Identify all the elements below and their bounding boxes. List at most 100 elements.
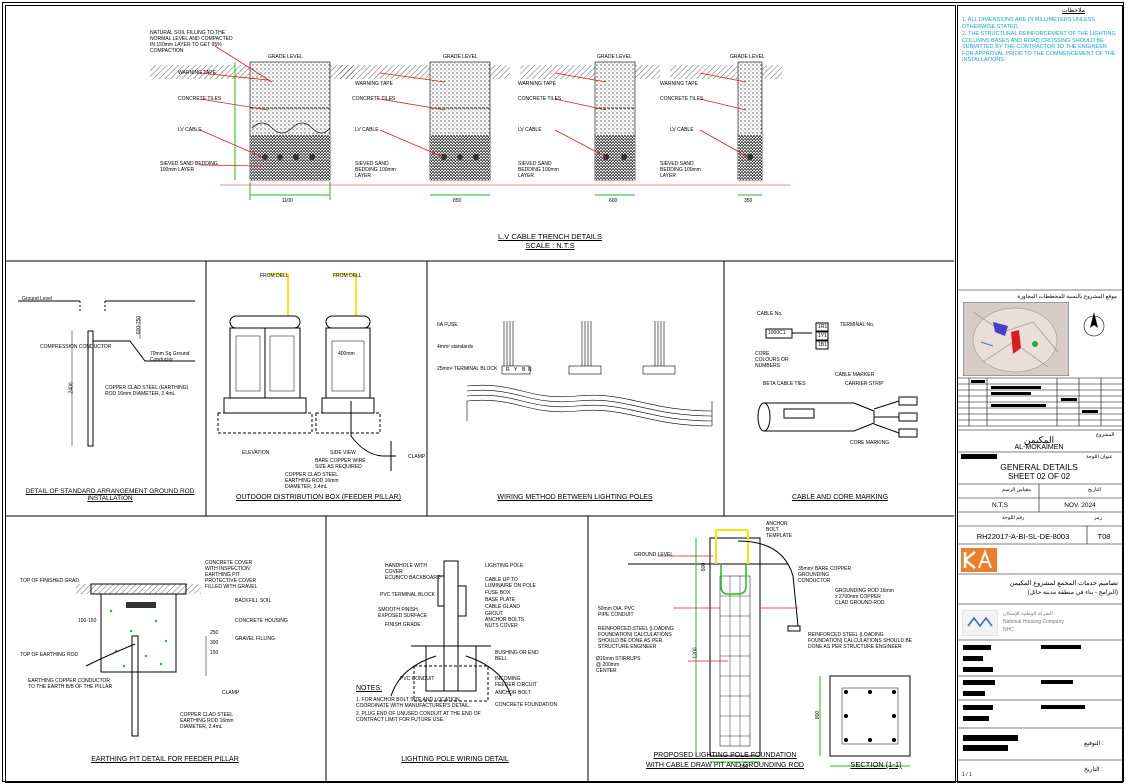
foundation-title-1: PROPOSED LIGHTING POLE FOUNDATION — [653, 752, 797, 759]
ground-rod-diagram — [18, 300, 195, 447]
pit-cover-label: CONCRETE COVER WITH INSPECTION EARTHING … — [205, 560, 253, 578]
client-name-en: National Housing Company — [1003, 619, 1064, 625]
pw-right-8: INCOMING FEEDER CIRCUIT — [495, 676, 537, 688]
bare-copper-label: BARE COPPER WIRE SIZE AS REQUIRED — [315, 458, 366, 470]
warning-label-1: WARNING TAPE — [178, 70, 216, 76]
pillar-dim: 400mm — [338, 351, 355, 357]
company-name-ar: تصاميم خدمات المجمع لمشروع المكيمن — [1009, 580, 1118, 587]
tiles-label-3: CONCRETE TILES — [518, 96, 562, 102]
drawing-code: T08 — [1097, 532, 1111, 541]
note-2: 2. THE STRUCTURAL REINFORCEMENT OF THE L… — [962, 31, 1116, 63]
pit-dim-1: 100-150 — [78, 618, 97, 624]
section-dim: 800 — [815, 710, 822, 720]
wiring-title: WIRING METHOD BETWEEN LIGHTING POLES — [497, 494, 653, 501]
feeder-pillar-title: OUTDOOR DISTRIBUTION BOX (FEEDER PILLAR) — [236, 494, 401, 501]
grade-label-3: GRADE LEVEL — [597, 54, 632, 60]
trench-diagram — [150, 45, 790, 200]
fd-rebar-label-left: REINFORCED STEEL (LOADING FOUNDATION) CA… — [598, 626, 674, 650]
pit-dim-2: 250 — [210, 630, 219, 636]
pw-right-6: ANCHOR BOLTS NUTS COVER — [485, 617, 525, 629]
side-view-label: SIDE VIEW — [330, 450, 356, 456]
pw-note-2: 2. PLUG END OF UNUSED CONDUIT AT THE END… — [356, 711, 481, 723]
cable-code: 1000C1 — [768, 330, 786, 336]
pit-conductor-label: EARTHING COPPER CONDUCTOR TO THE EARTH B… — [28, 678, 113, 690]
client-name-ar: الشركة الوطنية للإسكان — [1003, 611, 1053, 617]
pw-right-2: FUSE BOX — [485, 590, 511, 596]
elevation-label: ELEVATION — [242, 450, 270, 456]
dim-trench-2: 850 — [453, 198, 462, 204]
core-colours-label: CORE COLOURS OR NUMBERS — [755, 351, 789, 369]
fd-dim-2: 1200 — [692, 647, 699, 659]
tiles-label-2: CONCRETE TILES — [352, 96, 396, 102]
trench-2 — [340, 61, 510, 196]
pit-dim-3: 300 — [210, 640, 219, 646]
client-short: NHC — [1003, 627, 1014, 633]
date-label: التاريخ — [1088, 487, 1101, 493]
terminal-y: Y — [514, 367, 518, 373]
pit-dim-4: 150 — [210, 650, 219, 656]
panel-grid — [6, 260, 954, 781]
notes-header: ملاحظات — [1062, 8, 1085, 14]
title-block-frame — [957, 5, 1123, 783]
fd-rod-label: GROUNDING ROD 16mm x 2700mm COPPER CLAD … — [835, 588, 894, 606]
company-logo — [961, 548, 997, 572]
dim-trench-4: 350 — [744, 198, 753, 204]
ground-level-label: Ground Level — [22, 296, 53, 302]
pw-left-3: SMOOTH FINISH EXPOSED SURFACE — [378, 607, 428, 619]
pillar-clamp-label: CLAMP — [408, 454, 426, 460]
fd-dim-3: 800 — [740, 764, 749, 770]
terminal-n: N — [528, 367, 532, 373]
earth-pit-title: EARTHING PIT DETAIL FOR FEEDER PILLAR — [91, 756, 239, 763]
key-plan-map — [963, 302, 1069, 376]
wiring-cable-label: 4mm² standards — [437, 344, 474, 350]
fd-pipe-label: 50mm DIA. PVC PIPE CONDUIT — [598, 606, 635, 618]
backfill-label: BACKFILL SOIL — [235, 598, 272, 604]
pole-wiring-title: LIGHTING POLE WIRING DETAIL — [401, 756, 509, 763]
date-value: NOV. 2024 — [1064, 502, 1096, 509]
drawing-number: RH22017-A-BI-SL-DE-8003 — [976, 532, 1070, 541]
core-marking-title: CABLE AND CORE MARKING — [791, 494, 889, 501]
pit-clamp-label: CLAMP — [222, 690, 240, 696]
feeder-pillar-diagram — [217, 273, 396, 471]
pole-wiring-diagram — [390, 560, 512, 702]
trench-3 — [520, 61, 660, 196]
trench-scale: SCALE : N.T.S — [525, 241, 575, 250]
section-title: SECTION (1-1) — [850, 760, 902, 769]
pw-right-4: CABLE GLAND — [485, 604, 521, 610]
pw-right-0: LIGHTING POLE — [485, 563, 524, 569]
top-rod-label: TOP OF EARTHING ROD — [20, 652, 79, 658]
anchor-template-label: ANCHOR BOLT TEMPLATE — [766, 521, 793, 539]
sand-label-4: SIEVED SAND BEDDING 100mm LAYER — [660, 161, 701, 179]
pit-rod-label: COPPER CLAD STEEL EARTHING ROD 16mm DIAM… — [180, 712, 234, 730]
trench-4 — [670, 61, 782, 196]
pw-left-1: ECUBICO BACKBOARD — [385, 575, 441, 581]
pw-note-1: 1. FOR ANCHOR BOLT SIZE AND LOCATION COO… — [356, 697, 471, 709]
pw-left-4: FINISH GRADE — [385, 622, 421, 628]
beta-ties-label: BETA CABLE TIES — [763, 381, 806, 387]
pw-right-10: CONCRETE FOUNDATION — [495, 702, 558, 708]
north-arrow — [1083, 312, 1105, 337]
ferrule-1: 1R1 — [818, 324, 828, 330]
housing-label: CONCRETE HOUSING — [235, 618, 288, 624]
tiles-label-1: CONCRETE TILES — [178, 96, 222, 102]
core-marking-label: CORE MARKING — [850, 440, 890, 446]
foundation-title-2: WITH CABLE DRAW PIT AND GROUNDING ROD — [646, 762, 804, 769]
pillar-earth-label: COPPER CLAD STEEL EARTHING ROD 16mm DIAM… — [285, 472, 339, 490]
fuse-label: 6A FUSE — [437, 322, 458, 328]
drawing-title-ar: عنوان اللوحة — [1086, 454, 1113, 460]
dim-trench-3: 600 — [609, 198, 618, 204]
from-dell-label-2: FROM DELL — [333, 273, 362, 279]
ferrule-2: 1Y1 — [818, 333, 827, 339]
tiles-label-4: CONCRETE TILES — [660, 96, 704, 102]
fd-stirrups-label: Ø16mm STIRRUPS @ 200mm CENTER — [596, 656, 641, 674]
cable-label-3: LV CABLE — [518, 127, 542, 133]
compression-conductor-label: COMPRESSION CONDUCTOR — [40, 344, 112, 350]
top-finished-label: TOP OF FINISHED GRAD — [20, 578, 79, 584]
fd-ground-label: GROUND LEVEL — [634, 552, 674, 558]
revision: 1 / 1 — [962, 772, 972, 778]
scale-label: مقياس الرسم — [1002, 487, 1031, 493]
ground-rod-label: COPPER CLAD STEEL (EARTHING) ROD 16mm DI… — [105, 385, 189, 397]
gravel-label: GRAVEL FILLING — [235, 636, 276, 642]
terminal-r: R — [506, 367, 512, 373]
